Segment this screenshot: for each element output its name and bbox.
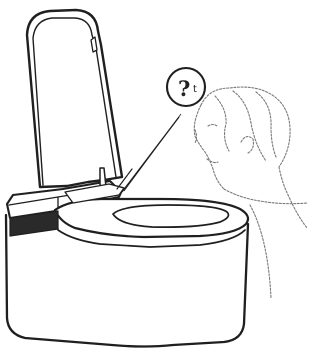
small-glyph: t xyxy=(193,84,197,95)
toilet-seat-opening xyxy=(113,205,228,227)
speech-bubble: ? t xyxy=(167,68,205,106)
question-mark: ? xyxy=(178,76,190,101)
